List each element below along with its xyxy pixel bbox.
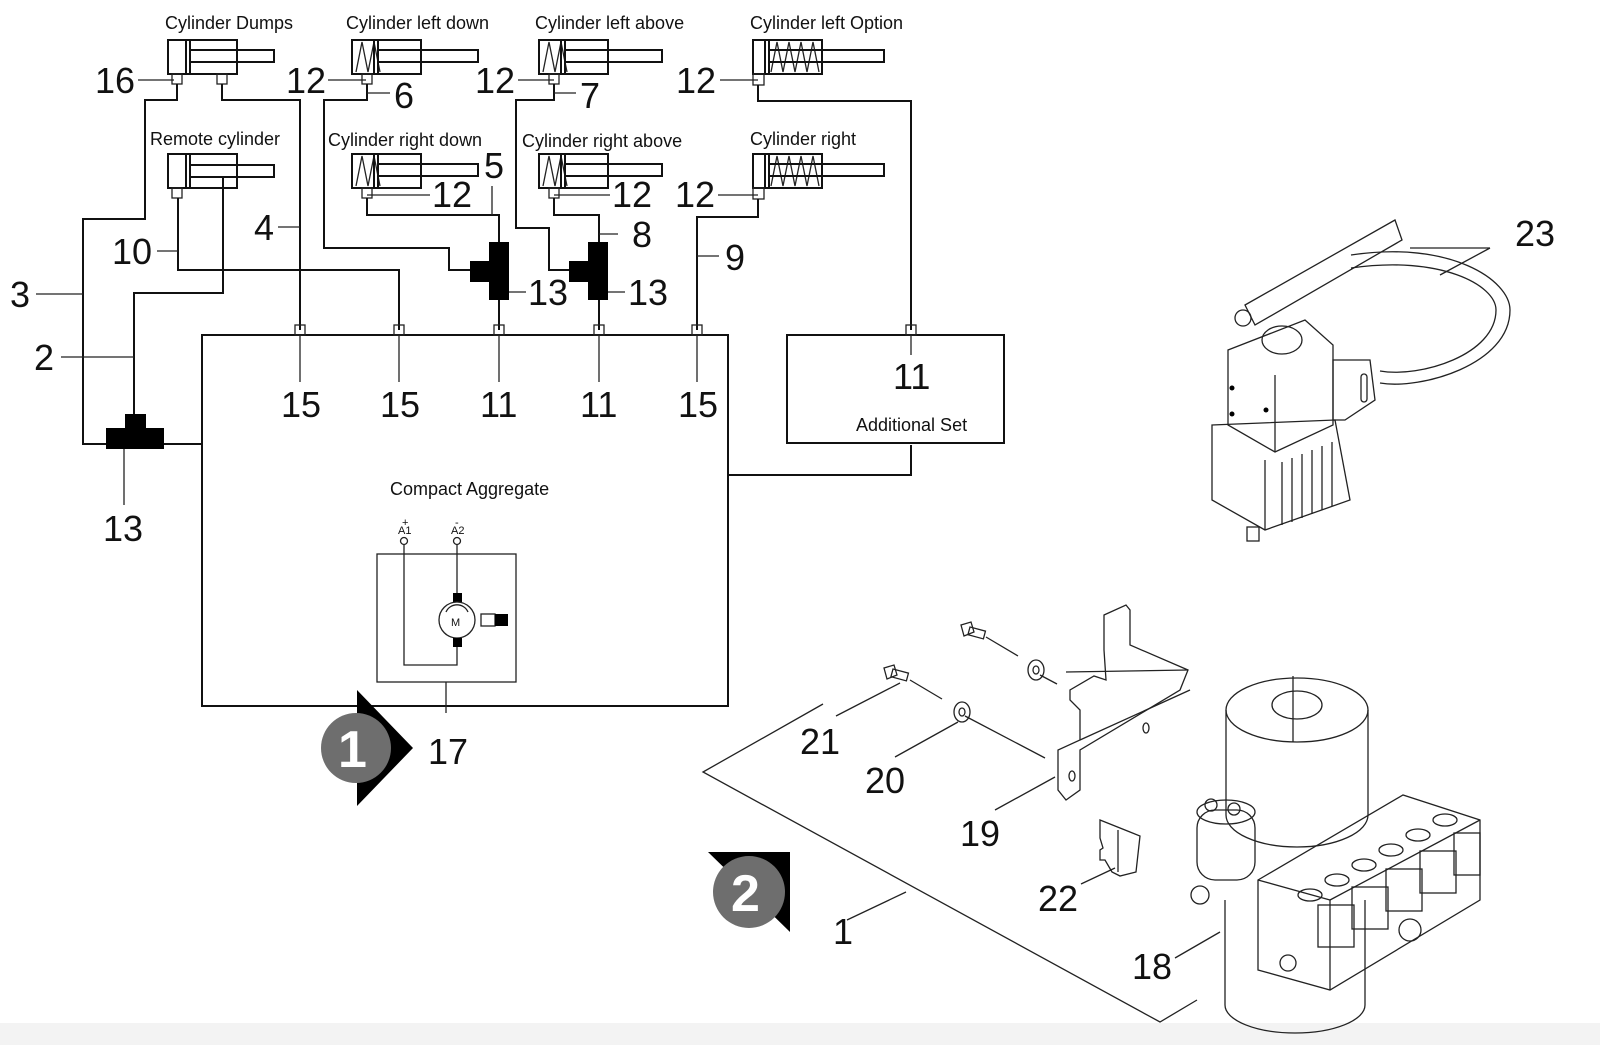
callout-13-middle: 13	[528, 272, 568, 313]
parts-group-bracket	[701, 703, 1198, 1023]
additional-set-block	[786, 324, 1005, 444]
pump-unit-23	[1211, 219, 1511, 542]
callout-8: 8	[632, 214, 652, 255]
callout-16: 16	[95, 60, 135, 101]
callout-12-right-down: 12	[432, 174, 472, 215]
callout-18: 18	[1132, 946, 1172, 987]
washer-20-lower	[894, 701, 1046, 759]
cylinder-right-symbol	[752, 153, 885, 200]
motor-label: M	[451, 617, 460, 629]
label-cylinder-right-down: Cylinder right down	[328, 130, 482, 150]
callout-11-additional: 11	[893, 356, 930, 397]
additional-set-label: Additional Set	[856, 415, 967, 435]
bottom-strip	[0, 1023, 1600, 1045]
callout-15-a: 15	[281, 384, 321, 425]
terminal-a1-label: A1	[398, 525, 411, 537]
label-remote-cylinder: Remote cylinder	[150, 129, 280, 149]
cylinder-dumps-symbol	[167, 39, 275, 85]
callout-10: 10	[112, 231, 152, 272]
hose-lines	[82, 84, 912, 476]
t-fitting-13-right	[569, 242, 608, 300]
callout-1: 1	[833, 911, 853, 952]
callout-12-left-above: 12	[475, 60, 515, 101]
bracket-19	[994, 604, 1191, 811]
power-unit-18	[1174, 676, 1481, 1034]
callout-21: 21	[800, 721, 840, 762]
cylinder-left-above-symbol	[538, 39, 663, 85]
label-cylinder-right-above: Cylinder right above	[522, 131, 682, 151]
label-cylinder-left-down: Cylinder left down	[346, 13, 489, 33]
view-badge-1[interactable]: 1	[321, 690, 413, 806]
view-badge-2[interactable]: 2	[708, 852, 790, 932]
cylinder-right-above-symbol	[538, 153, 663, 199]
callout-23: 23	[1515, 213, 1555, 254]
callout-6: 6	[394, 75, 414, 116]
label-cylinder-left-option: Cylinder left Option	[750, 13, 903, 33]
cylinder-right-down-symbol	[351, 153, 479, 199]
callout-13-left: 13	[103, 508, 143, 549]
t-fitting-13-middle	[470, 242, 509, 300]
callout-11-a: 11	[480, 384, 517, 425]
washer-20-upper	[1027, 659, 1058, 685]
cylinder-left-down-symbol	[351, 39, 479, 85]
fuse-22	[1080, 819, 1141, 885]
terminal-a2-label: A2	[451, 525, 464, 537]
cylinder-left-option-symbol	[752, 39, 885, 86]
bolt-21-upper	[960, 621, 1019, 657]
callout-13-right: 13	[628, 272, 668, 313]
callout-19: 19	[960, 813, 1000, 854]
bolt-21-lower	[835, 664, 943, 717]
callout-12-right-above: 12	[612, 174, 652, 215]
terminal-a2-polarity: -	[455, 517, 459, 529]
callout-2: 2	[34, 337, 54, 378]
compact-aggregate-label: Compact Aggregate	[390, 479, 549, 499]
label-cylinder-left-above: Cylinder left above	[535, 13, 684, 33]
callout-11-b: 11	[580, 384, 617, 425]
t-fitting-13-left	[106, 414, 164, 449]
callout-leaders	[36, 79, 1491, 505]
callout-4: 4	[254, 207, 274, 248]
callout-5: 5	[484, 145, 504, 186]
terminal-a1-polarity: +	[402, 517, 408, 529]
callout-12-left-down: 12	[286, 60, 326, 101]
callout-9: 9	[725, 237, 745, 278]
label-cylinder-dumps: Cylinder Dumps	[165, 13, 293, 33]
callout-20: 20	[865, 760, 905, 801]
motor-symbol	[376, 536, 517, 713]
callout-22: 22	[1038, 878, 1078, 919]
callout-15-b: 15	[380, 384, 420, 425]
label-cylinder-right: Cylinder right	[750, 129, 856, 149]
callout-7: 7	[580, 75, 600, 116]
callout-17: 17	[428, 731, 468, 772]
compact-aggregate-block	[201, 324, 729, 707]
badge-1-label: 1	[338, 721, 367, 779]
callout-12-right: 12	[675, 174, 715, 215]
callout-3: 3	[10, 274, 30, 315]
remote-cylinder-symbol	[167, 153, 275, 199]
callout-15-c: 15	[678, 384, 718, 425]
badge-2-label: 2	[731, 865, 760, 923]
callout-12-left-option: 12	[676, 60, 716, 101]
